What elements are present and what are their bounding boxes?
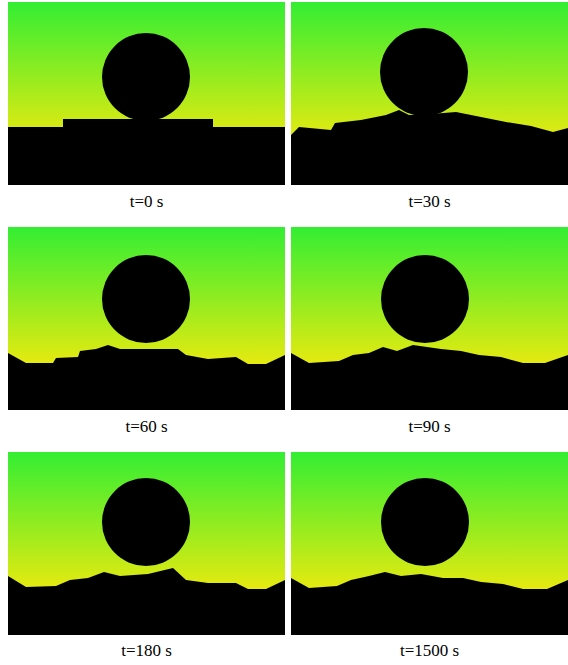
time-caption: t=60 s	[8, 417, 285, 437]
simulation-frame	[8, 2, 285, 185]
simulation-frame	[291, 2, 568, 185]
simulation-frame	[8, 227, 285, 410]
time-caption: t=1500 s	[291, 641, 568, 661]
time-caption: t=90 s	[291, 417, 568, 437]
simulation-frame	[8, 452, 285, 635]
simulation-frame	[291, 452, 568, 635]
simulation-frame	[291, 227, 568, 410]
time-caption: t=180 s	[8, 641, 285, 661]
time-caption: t=30 s	[291, 192, 568, 212]
time-caption: t=0 s	[8, 192, 285, 212]
